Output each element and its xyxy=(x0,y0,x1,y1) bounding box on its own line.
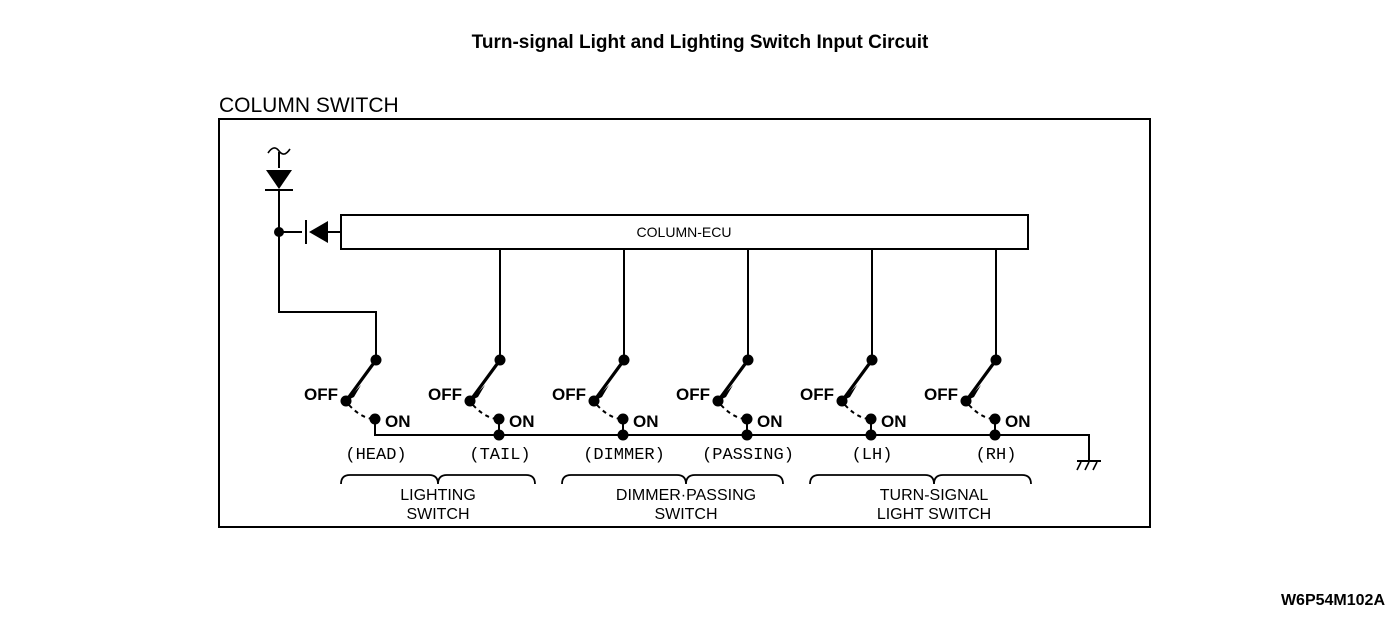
switch-head-lever[interactable] xyxy=(344,358,378,403)
switch-dimmer[interactable]: OFF ON (DIMMER) xyxy=(552,354,665,466)
switch-tail-dashed-arc xyxy=(472,404,500,420)
switch-passing[interactable]: OFF ON (PASSING) xyxy=(676,354,794,466)
switch-lh-lever[interactable] xyxy=(840,358,874,403)
switch-dimmer-lever[interactable] xyxy=(592,358,626,403)
switch-rh-lever[interactable] xyxy=(964,358,998,403)
ground-bus xyxy=(374,419,1090,461)
switch-tail-lever[interactable] xyxy=(468,358,502,403)
switch-lh-bus-junction xyxy=(865,429,877,441)
switch-rh[interactable]: OFF ON (RH) xyxy=(924,354,1031,466)
group-turn-signal-label-line2: LIGHT SWITCH xyxy=(877,506,991,523)
page-title: Turn-signal Light and Lighting Switch In… xyxy=(472,32,929,53)
switch-passing-on-label: ON xyxy=(757,412,783,431)
group-lighting-brace xyxy=(340,474,536,485)
switch-rh-pivot-dot xyxy=(960,395,972,407)
switch-rh-name-label: (RH) xyxy=(976,446,1017,465)
switch-lh-dashed-arc xyxy=(844,404,872,420)
diode-left-icon xyxy=(279,220,341,244)
ground-symbol-icon xyxy=(1076,460,1101,471)
feed-wire-to-head-switch xyxy=(278,232,377,360)
switch-lh[interactable]: OFF ON (LH) xyxy=(800,354,907,466)
switch-tail-on-label: ON xyxy=(509,412,535,431)
switch-head-pivot-dot xyxy=(340,395,352,407)
frame-label: COLUMN SWITCH xyxy=(219,94,399,117)
group-turn-signal-label-line1: TURN-SIGNAL xyxy=(880,487,989,504)
switch-dimmer-bus-junction xyxy=(617,429,629,441)
wire-break-squiggle xyxy=(267,147,291,155)
switch-lh-on-label: ON xyxy=(881,412,907,431)
group-dimmer-passing-switch: DIMMER·PASSING SWITCH xyxy=(561,474,784,523)
group-dimmer-passing-label-line2: SWITCH xyxy=(654,506,717,523)
switch-passing-pivot-dot xyxy=(712,395,724,407)
switch-tail-bus-junction xyxy=(493,429,505,441)
switch-dimmer-name-label: (DIMMER) xyxy=(583,446,665,465)
switch-head-on-dot xyxy=(369,413,381,425)
switch-passing-off-label: OFF xyxy=(676,385,710,404)
switch-passing-lever[interactable] xyxy=(716,358,750,403)
switch-head-name-label: (HEAD) xyxy=(345,446,406,465)
group-turn-signal-brace xyxy=(809,474,1032,485)
switch-dimmer-dashed-arc xyxy=(596,404,624,420)
column-ecu-box xyxy=(340,214,1029,250)
switch-rh-on-label: ON xyxy=(1005,412,1031,431)
switch-dimmer-on-label: ON xyxy=(633,412,659,431)
switch-lh-name-label: (LH) xyxy=(852,446,893,465)
part-code-label: W6P54M102A xyxy=(1281,592,1385,609)
group-lighting-label-line2: SWITCH xyxy=(406,506,469,523)
switch-tail-off-label: OFF xyxy=(428,385,462,404)
switch-dimmer-off-label: OFF xyxy=(552,385,586,404)
switch-tail-pivot-dot xyxy=(464,395,476,407)
switch-passing-name-label: (PASSING) xyxy=(702,446,794,465)
switch-rh-off-label: OFF xyxy=(924,385,958,404)
switch-head[interactable]: OFF ON (HEAD) xyxy=(304,354,411,466)
switch-passing-dashed-arc xyxy=(720,404,748,420)
group-turn-signal-light-switch: TURN-SIGNAL LIGHT SWITCH xyxy=(809,474,1032,523)
switch-lh-pivot-dot xyxy=(836,395,848,407)
switch-dimmer-pivot-dot xyxy=(588,395,600,407)
group-lighting-switch: LIGHTING SWITCH xyxy=(340,474,536,523)
switch-tail[interactable]: OFF ON (TAIL) xyxy=(428,354,535,466)
switch-passing-bus-junction xyxy=(741,429,753,441)
switch-head-off-label: OFF xyxy=(304,385,338,404)
switch-head-dashed-arc xyxy=(348,404,376,420)
switch-head-on-label: ON xyxy=(385,412,411,431)
group-dimmer-passing-brace xyxy=(561,474,784,485)
switch-rh-dashed-arc xyxy=(968,404,996,420)
group-dimmer-passing-label-line1: DIMMER·PASSING xyxy=(616,487,756,504)
switch-lh-off-label: OFF xyxy=(800,385,834,404)
column-switch-frame xyxy=(218,118,1151,528)
column-ecu-label: COLUMN-ECU xyxy=(637,224,732,240)
switch-rh-bus-junction xyxy=(989,429,1001,441)
switch-tail-name-label: (TAIL) xyxy=(469,446,530,465)
group-lighting-label-line1: LIGHTING xyxy=(400,487,476,504)
